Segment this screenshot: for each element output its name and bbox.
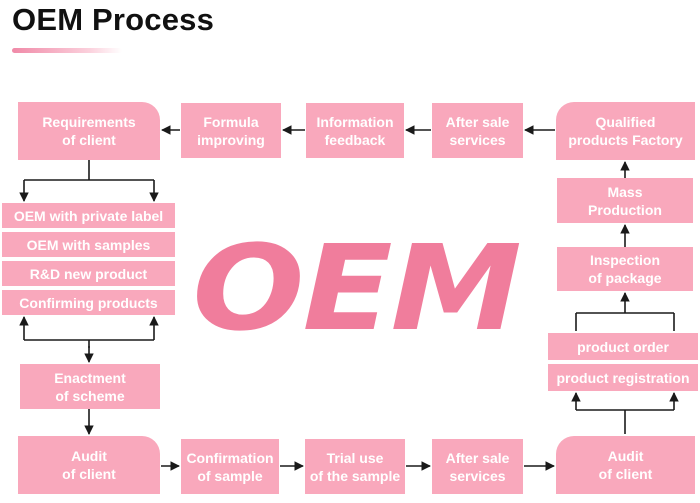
page-title: OEM Process xyxy=(12,2,215,37)
connector-requirements-split xyxy=(24,160,154,181)
title-underline xyxy=(12,48,122,53)
step-audit-of-client-right: Audit of client xyxy=(556,436,695,494)
step-audit-of-client-left: Audit of client xyxy=(18,436,160,494)
step-information-feedback: Information feedback xyxy=(306,103,404,158)
step-oem-private-label: OEM with private label xyxy=(2,203,175,228)
step-mass-production: Mass Production xyxy=(557,178,693,223)
step-trial-use-of-sample: Trial use of the sample xyxy=(305,439,405,494)
step-requirements-of-client: Requirements of client xyxy=(18,102,160,160)
step-enactment-of-scheme: Enactment of scheme xyxy=(20,364,160,409)
step-qualified-products-factory: Qualified products Factory xyxy=(556,102,695,160)
step-product-order: product order xyxy=(548,333,698,360)
step-product-registration: product registration xyxy=(548,364,698,391)
step-confirming-products: Confirming products xyxy=(2,290,175,315)
step-formula-improving: Formula improving xyxy=(181,103,281,158)
step-oem-with-samples: OEM with samples xyxy=(2,232,175,257)
step-confirmation-of-sample: Confirmation of sample xyxy=(181,439,279,494)
oem-center-mark: OEM xyxy=(192,219,522,357)
step-rd-new-product: R&D new product xyxy=(2,261,175,286)
step-after-sale-services-bottom: After sale services xyxy=(432,439,523,494)
step-inspection-of-package: Inspection of package xyxy=(557,247,693,291)
step-after-sale-services-top: After sale services xyxy=(432,103,523,158)
